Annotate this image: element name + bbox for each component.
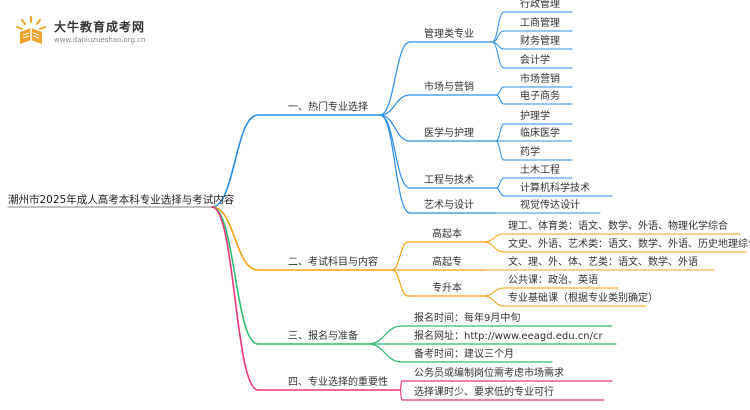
connector-line: [483, 233, 505, 243]
connector-line: [495, 140, 505, 161]
leaf-node: 市场营销: [520, 74, 560, 85]
connector-line: [495, 94, 505, 105]
connector-line: [399, 380, 403, 391]
subbranch-node: 艺术与设计: [424, 200, 474, 211]
connector-line: [495, 177, 505, 189]
subbranch-node: 报名网址：http://www.eeagd.edu.cn/cr: [414, 331, 603, 342]
leaf-node: 土木工程: [520, 165, 560, 176]
connector-line: [367, 343, 403, 363]
leaf-node: 专业基础课（根据专业类别确定）: [508, 293, 658, 304]
connector-line: [491, 41, 505, 69]
leaf-node: 护理学: [520, 111, 550, 122]
connector-line: [491, 11, 505, 43]
connector-line: [391, 269, 409, 297]
logo-url: www.daniuzueshao.org.cn: [54, 36, 146, 44]
subbranch-node: 市场与营销: [424, 82, 474, 93]
connector-line: [495, 86, 505, 96]
connector-line: [379, 41, 411, 116]
leaf-node: 财务管理: [520, 36, 560, 47]
connector-line: [399, 389, 403, 401]
connector-line: [211, 114, 259, 208]
leaf-node: 视觉传达设计: [520, 200, 580, 211]
site-logo[interactable]: 大牛教育成考网 www.daniuzueshao.org.cn: [14, 14, 154, 50]
connector-line: [483, 295, 505, 307]
subbranch-node: 报名时间：每年9月中旬: [414, 313, 521, 324]
connector-line: [211, 206, 259, 345]
connector-line: [495, 123, 505, 142]
connector-line: [379, 94, 411, 116]
leaf-node: 公共课：政治、英语: [508, 275, 598, 286]
subbranch-node: 管理类专业: [424, 29, 474, 40]
branch-node: 四、专业选择的重要性: [288, 377, 388, 388]
branch-node: 二、考试科目与内容: [288, 257, 378, 268]
connector-line: [495, 187, 505, 197]
leaf-node: 文史、外语、艺术类：语文、数学、外语、历史地理综合: [508, 239, 750, 250]
subbranch-node: 高起本: [432, 229, 462, 240]
connector-line: [391, 241, 409, 271]
subbranch-node: 备考时间：建议三个月: [414, 349, 514, 360]
leaf-node: 计算机科学技术: [520, 183, 590, 194]
connector-line: [379, 114, 411, 189]
logo-title: 大牛教育成考网: [54, 20, 146, 34]
connector-line: [367, 325, 403, 345]
leaf-node: 工商管理: [520, 18, 560, 29]
book-logo-icon: [16, 16, 46, 44]
connector-line: [211, 206, 259, 271]
subbranch-node: 医学与护理: [424, 128, 474, 139]
leaf-node: 电子商务: [520, 91, 560, 102]
subbranch-node: 公务员或编制岗位需考虑市场需求: [414, 368, 564, 379]
leaf-node: 药学: [520, 147, 540, 158]
connector-line: [483, 287, 505, 297]
subbranch-node: 专升本: [432, 283, 462, 294]
leaf-node: 理工、体育类：语文、数学、外语、物理化学综合: [508, 221, 728, 232]
leaf-node: 会计学: [520, 55, 550, 66]
branch-node: 一、热门专业选择: [288, 102, 368, 113]
subbranch-node: 选择课时少、要求低的专业可行: [414, 387, 554, 398]
branch-node: 三、报名与准备: [288, 331, 358, 342]
connector-line: [379, 114, 411, 214]
root-node: 潮州市2025年成人高考本科专业选择与考试内容: [8, 194, 235, 206]
connector-line: [483, 241, 505, 253]
leaf-node: 文、理、外、体、艺类：语文、数学、外语: [508, 257, 698, 268]
subbranch-node: 工程与技术: [424, 175, 474, 186]
leaf-node: 行政管理: [520, 0, 560, 10]
connector-line: [211, 206, 259, 391]
subbranch-node: 高起专: [432, 257, 462, 268]
leaf-node: 临床医学: [520, 128, 560, 139]
